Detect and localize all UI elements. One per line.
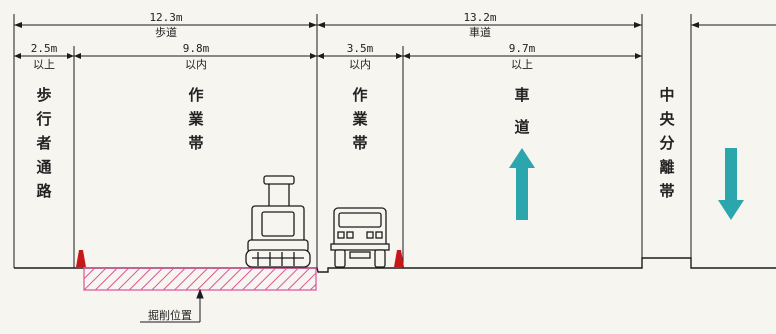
traffic-zone-label: 車 道 [514, 86, 529, 136]
work2-label-char: 業 [351, 110, 368, 128]
sub-dimension-line [14, 53, 642, 59]
traffic-width-qualifier: 以上 [511, 58, 533, 71]
work2-label-char: 作 [352, 86, 367, 104]
pedestrian-width-qualifier: 以上 [33, 58, 55, 71]
pedestrian-width-dim: 2.5m [31, 42, 58, 55]
traffic-label-char: 車 [514, 86, 529, 104]
carriageway-total-dim: 13.2m [463, 11, 496, 24]
traffic-width-dim: 9.7m [509, 42, 536, 55]
work1-label-char: 業 [187, 110, 204, 128]
work1-width-dim: 9.8m [183, 42, 210, 55]
work-zone-1-label: 作 業 帯 [187, 86, 204, 152]
work1-width-qualifier: 以内 [185, 57, 207, 71]
pedestrian-label-char: 者 [36, 134, 51, 152]
pedestrian-label-char: 行 [35, 110, 51, 128]
carriageway-label: 車道 [469, 25, 491, 39]
sidewalk-total-dim: 12.3m [149, 11, 182, 24]
median-zone-label: 中 央 分 離 帯 [659, 86, 675, 200]
work-zone-2-label: 作 業 帯 [351, 86, 368, 152]
work1-label-char: 作 [188, 86, 203, 104]
work2-width-qualifier: 以内 [349, 57, 371, 71]
work1-label-char: 帯 [188, 134, 203, 152]
truck-icon [330, 207, 390, 268]
excavation-label: 掘削位置 [148, 308, 192, 322]
excavation-area [83, 267, 317, 291]
median-label-char: 中 [659, 86, 674, 104]
traffic-direction-up-arrow [509, 148, 535, 220]
traffic-label-char: 道 [514, 118, 529, 136]
work2-width-dim: 3.5m [347, 42, 374, 55]
traffic-cone-right [394, 250, 404, 267]
excavator-icon [245, 175, 311, 268]
median-label-char: 離 [659, 158, 674, 176]
traffic-cone-left [76, 250, 86, 267]
excavation-leader [140, 288, 204, 323]
median-label-char: 央 [659, 110, 675, 128]
pedestrian-label-char: 路 [36, 182, 52, 200]
median-label-char: 分 [659, 134, 674, 152]
median-label-char: 帯 [659, 182, 674, 200]
total-dimension-line [14, 22, 776, 28]
ground-line [14, 257, 776, 273]
sidewalk-label: 歩道 [155, 25, 177, 39]
pedestrian-label-char: 通 [36, 158, 51, 176]
zone-boundaries [13, 14, 692, 268]
pedestrian-zone-label: 歩 行 者 通 路 [35, 86, 52, 200]
work2-label-char: 帯 [352, 134, 367, 152]
pedestrian-label-char: 歩 [36, 86, 51, 104]
traffic-direction-down-arrow [718, 148, 744, 220]
